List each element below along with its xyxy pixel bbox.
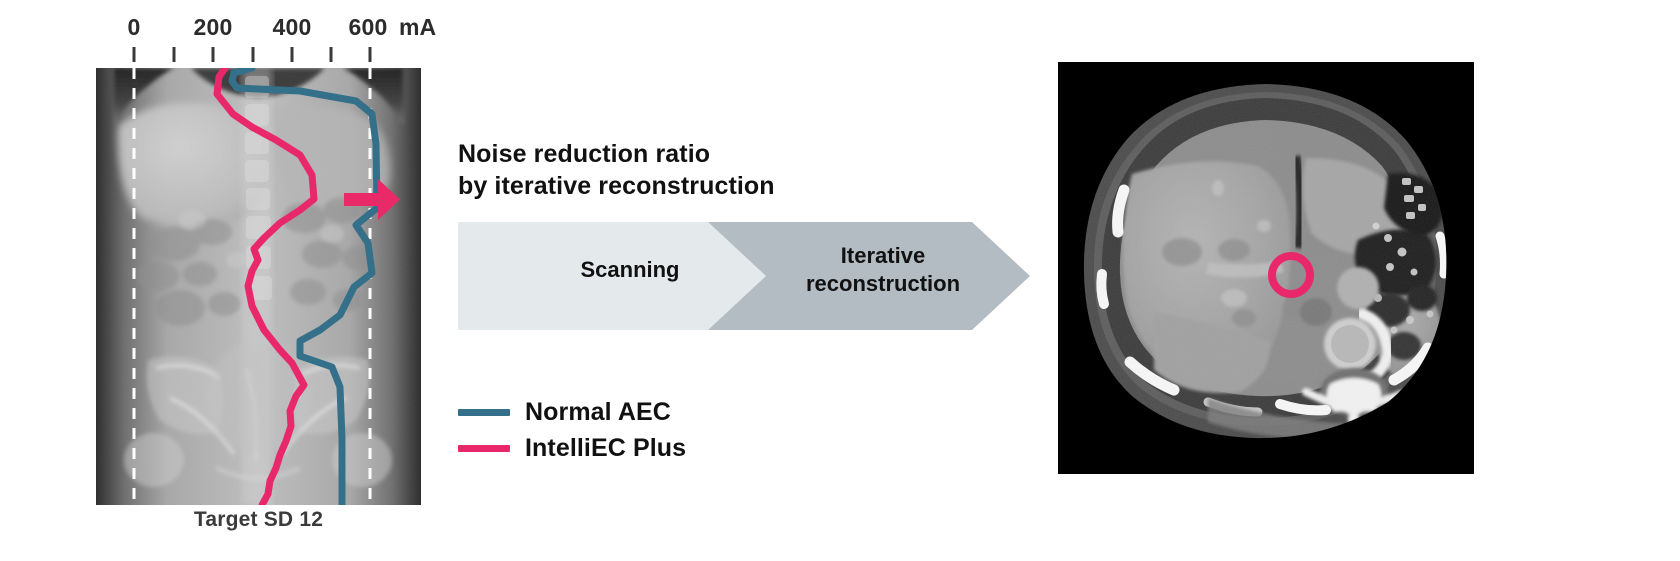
heading-line-2: by iterative reconstruction <box>458 172 775 200</box>
axis-tick-label-0: 0 <box>127 14 141 40</box>
roi-circle-marker <box>1268 252 1314 298</box>
scanogram-panel: 0 200 400 600 mA <box>96 0 436 561</box>
scanogram-svg <box>96 68 421 505</box>
process-step-label-line-2: reconstruction <box>805 271 961 296</box>
heading-line-1: Noise reduction ratio <box>458 140 711 168</box>
arrow-annotation <box>344 179 400 220</box>
legend-label-intellec-plus: IntelliEC Plus <box>525 433 687 462</box>
ma-axis: 0 200 400 600 mA <box>96 0 436 68</box>
curve-intellec-plus <box>213 68 318 505</box>
legend-item-normal-aec: Normal AEC <box>458 394 778 430</box>
chart-legend: Normal AEC IntelliEC Plus <box>458 394 778 466</box>
legend-swatch-normal-aec <box>458 408 510 416</box>
axis-tick-mark <box>368 47 372 62</box>
process-flow-diagram <box>458 222 1030 330</box>
legend-item-intellec-plus: IntelliEC Plus <box>458 430 778 466</box>
process-step-scanning <box>458 222 766 330</box>
process-step-scanning-label: Scanning <box>580 257 680 282</box>
ct-axial-image <box>1058 62 1474 474</box>
axis-tick-mark <box>211 47 215 62</box>
axis-tick-mark <box>251 47 255 62</box>
axis-tick-label-600: 600 <box>348 14 388 40</box>
ct-axial-svg <box>1058 62 1474 474</box>
axis-tick-label-400: 400 <box>272 14 312 40</box>
axis-tick-label-200: 200 <box>193 14 233 40</box>
process-step-iterative-reconstruction-label: Iterative reconstruction <box>758 242 1008 298</box>
scanogram-image <box>96 68 421 505</box>
noise-reduction-heading: Noise reduction ratio by iterative recon… <box>458 138 775 202</box>
axis-tick-mark <box>132 47 136 62</box>
legend-swatch-intellec-plus <box>458 444 510 452</box>
legend-label-normal-aec: Normal AEC <box>525 397 671 426</box>
target-sd-label: Target SD 12 <box>193 508 324 531</box>
curve-normal-aec <box>228 68 381 505</box>
process-step-label-line-1: Iterative <box>840 243 926 268</box>
axis-tick-mark <box>172 47 176 62</box>
axis-tick-mark <box>290 47 294 62</box>
center-panel: Noise reduction ratio by iterative recon… <box>458 0 1038 561</box>
process-step-iterative-reconstruction <box>708 222 1030 330</box>
axis-unit-label: mA <box>399 14 437 40</box>
axis-tick-mark <box>329 47 333 62</box>
